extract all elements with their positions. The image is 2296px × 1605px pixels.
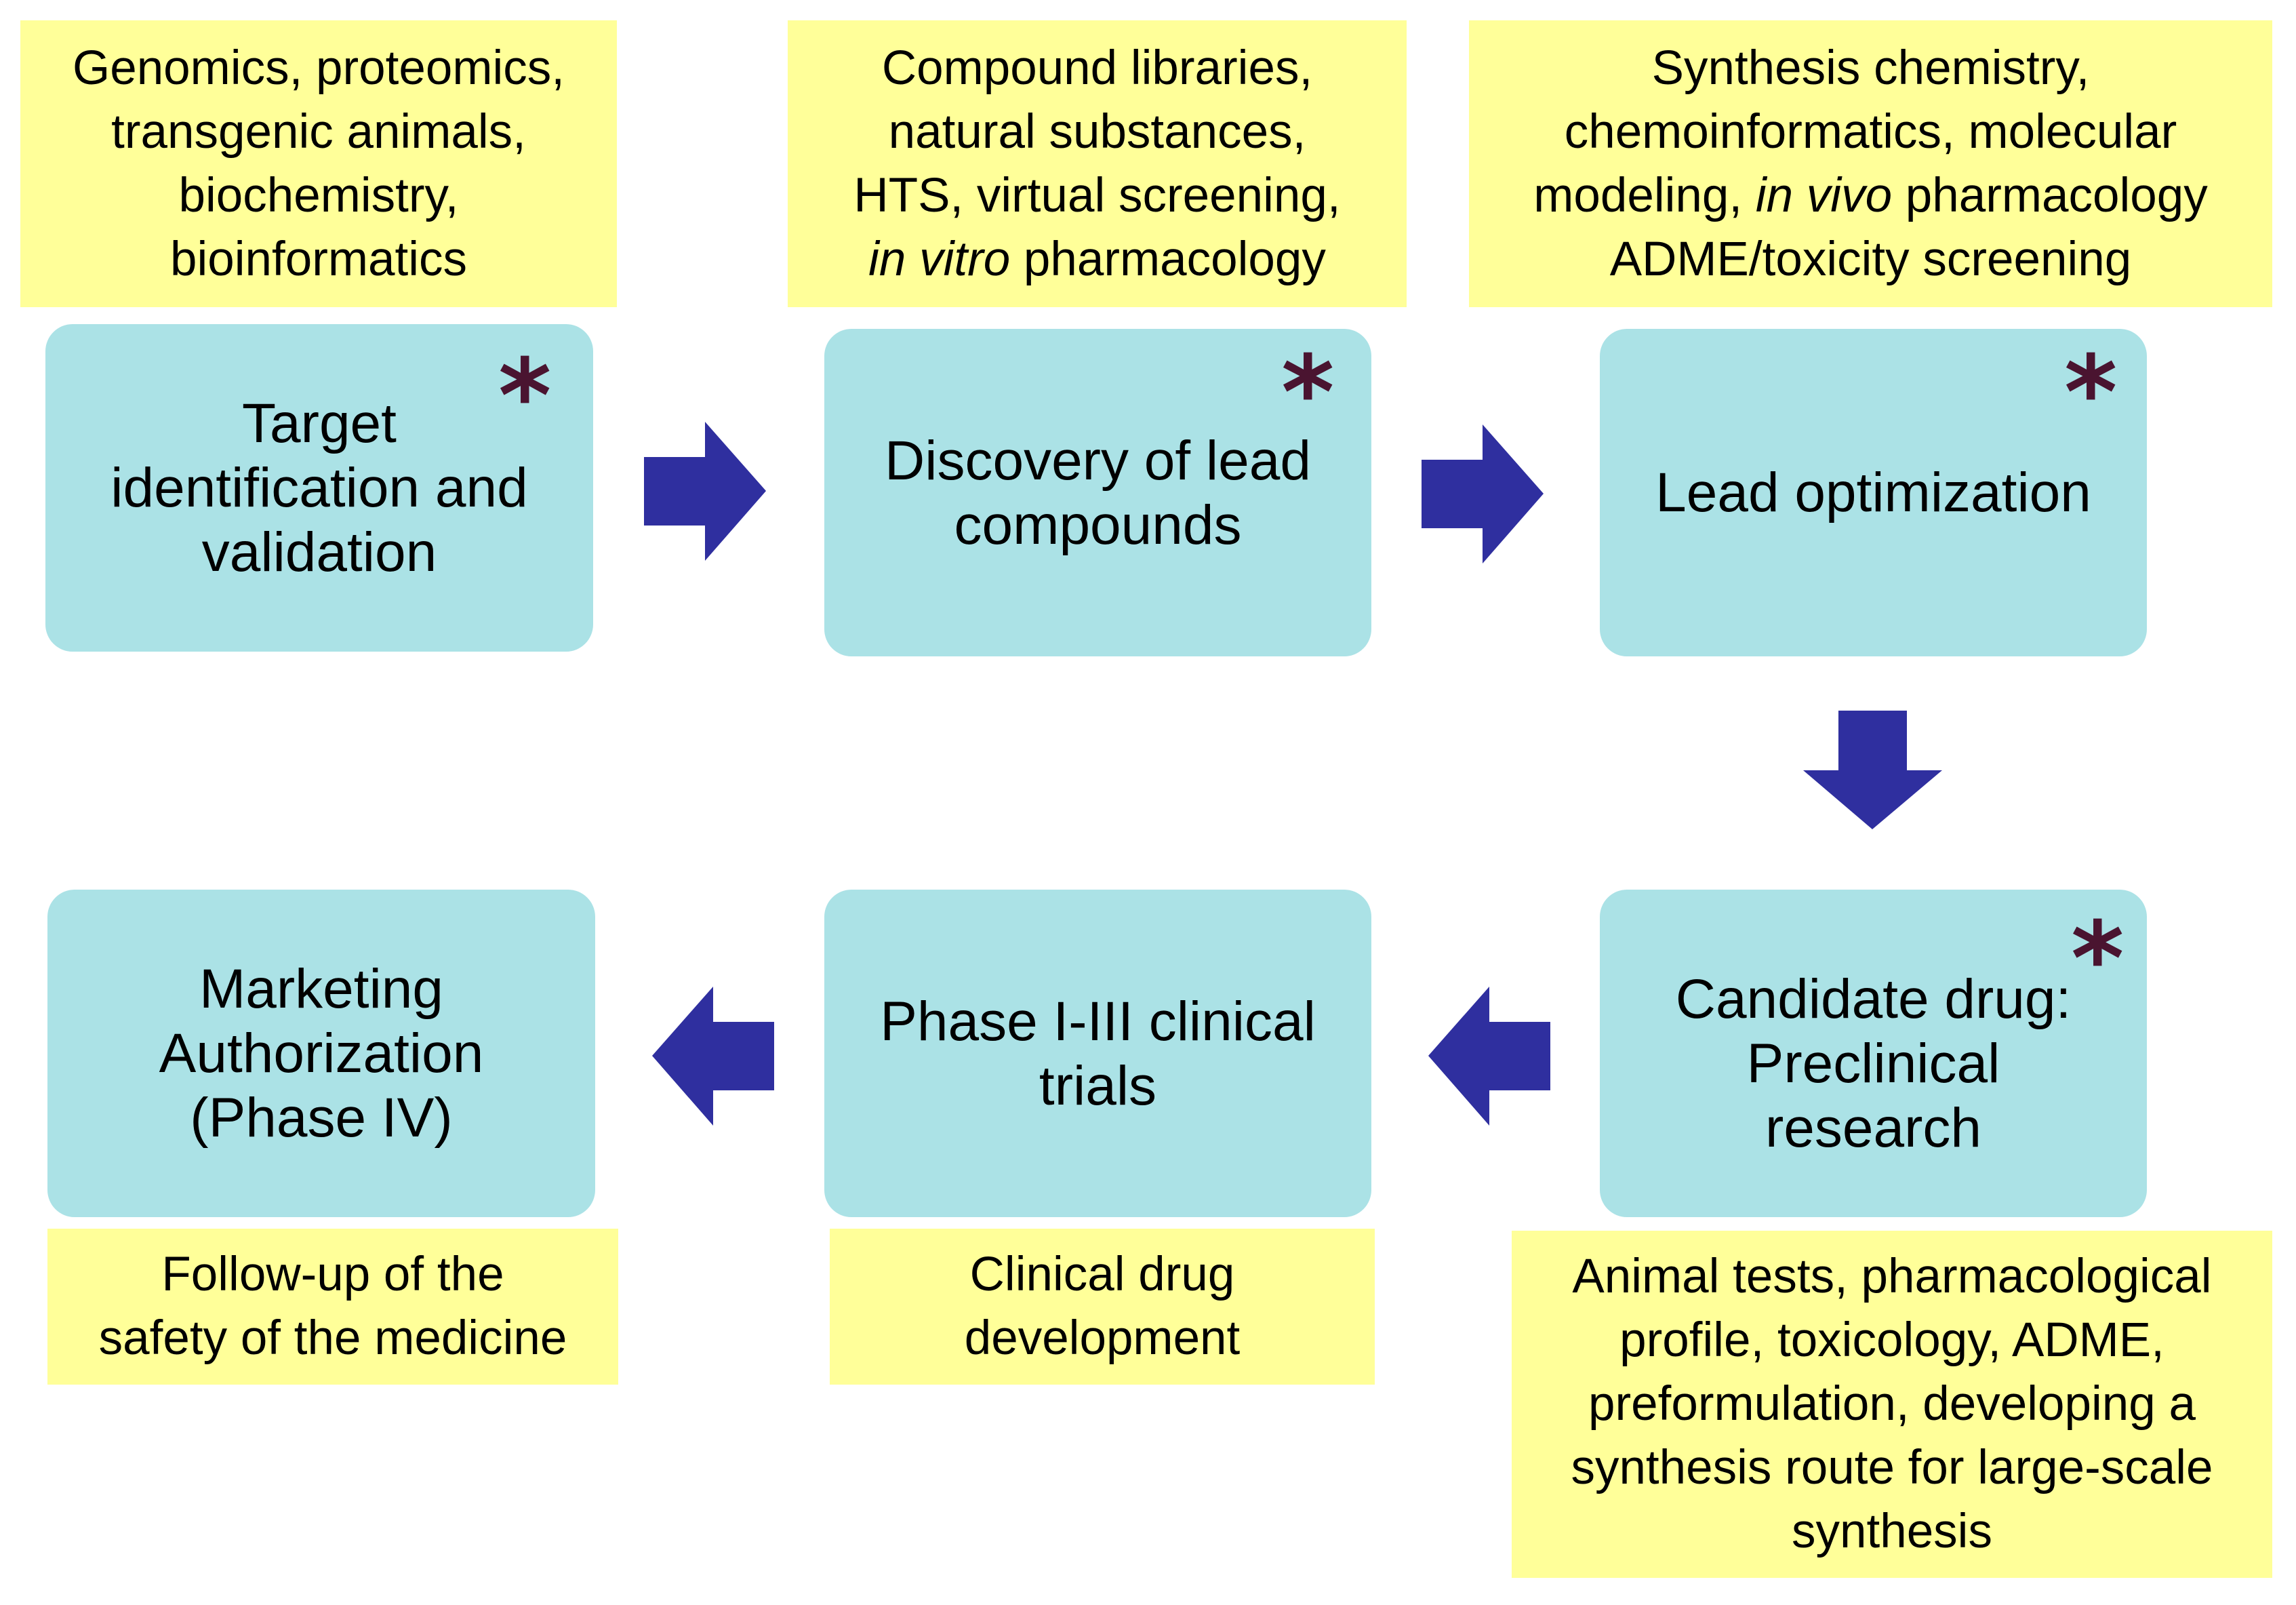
asterisk-marker: * bbox=[498, 338, 552, 456]
stage-label: identification and bbox=[110, 457, 528, 519]
note-optimization-methods: Synthesis chemistry, chemoinformatics, m… bbox=[1469, 20, 2272, 307]
note-line: natural substances, bbox=[888, 104, 1306, 159]
note-marketing-followup: Follow-up of the safety of the medicine bbox=[47, 1229, 618, 1385]
note-preclinical-activities: Animal tests, pharmacological profile, t… bbox=[1512, 1231, 2272, 1578]
note-clinical-development: Clinical drug development bbox=[830, 1229, 1375, 1385]
arrow-right-icon bbox=[644, 422, 766, 561]
note-line: bioinformatics bbox=[170, 232, 467, 286]
note-line: preformulation, developing a bbox=[1588, 1377, 2196, 1431]
italic-text: in vivo bbox=[1755, 168, 1893, 222]
note-line: Animal tests, pharmacological bbox=[1572, 1250, 2212, 1303]
asterisk-marker: * bbox=[2071, 900, 2124, 1018]
note-line: development bbox=[964, 1311, 1241, 1365]
arrow-down-icon bbox=[1803, 711, 1942, 829]
note-line: transgenic animals, bbox=[111, 104, 526, 159]
stage-label: research bbox=[1765, 1097, 1982, 1159]
note-line: Compound libraries, bbox=[881, 41, 1313, 95]
note-text: modeling, bbox=[1533, 168, 1756, 222]
arrow-left-icon bbox=[652, 987, 774, 1126]
stage-label: validation bbox=[201, 521, 437, 583]
stage-label: trials bbox=[1039, 1054, 1157, 1117]
stage-candidate-drug: Candidate drug: Preclinical research bbox=[1600, 890, 2147, 1217]
note-line: safety of the medicine bbox=[98, 1311, 567, 1365]
stage-target-identification: Target identification and validation bbox=[45, 324, 593, 652]
stage-label: Phase I-III clinical bbox=[880, 990, 1316, 1052]
asterisk-marker: * bbox=[2064, 334, 2118, 452]
stage-label: Target bbox=[242, 393, 397, 454]
stage-clinical-trials: Phase I-III clinical trials bbox=[824, 890, 1371, 1217]
stage-label: Lead optimization bbox=[1655, 462, 2091, 523]
stage-marketing-authorization: Marketing Authorization (Phase IV) bbox=[47, 890, 595, 1217]
note-line: HTS, virtual screening, bbox=[853, 168, 1341, 222]
note-discovery-methods: Compound libraries, natural substances, … bbox=[788, 20, 1407, 307]
stage-label: Marketing bbox=[199, 958, 443, 1020]
note-target-methods: Genomics, proteomics, transgenic animals… bbox=[20, 20, 617, 307]
italic-text: in vitro bbox=[868, 232, 1011, 286]
asterisk-marker: * bbox=[1281, 334, 1335, 452]
note-line: Genomics, proteomics, bbox=[72, 41, 565, 95]
note-line: biochemistry, bbox=[178, 168, 459, 222]
note-line: Clinical drug bbox=[969, 1248, 1235, 1301]
note-line: ADME/toxicity screening bbox=[1609, 232, 2132, 286]
note-line: synthesis bbox=[1792, 1505, 1992, 1558]
note-line: profile, toxicology, ADME, bbox=[1619, 1313, 2164, 1367]
arrow-right-icon bbox=[1422, 424, 1544, 563]
stage-lead-optimization: Lead optimization bbox=[1600, 329, 2147, 656]
note-text: pharmacology bbox=[1010, 232, 1326, 286]
arrow-left-icon bbox=[1428, 987, 1550, 1126]
note-line: Synthesis chemistry, bbox=[1651, 41, 2090, 95]
note-line: chemoinformatics, molecular bbox=[1564, 104, 2177, 159]
stage-label: (Phase IV) bbox=[190, 1087, 453, 1149]
stage-label: Authorization bbox=[159, 1023, 484, 1084]
note-line: in vitro pharmacology bbox=[853, 228, 1340, 292]
stage-label: Preclinical bbox=[1746, 1033, 2000, 1094]
stage-label: compounds bbox=[954, 494, 1242, 556]
stage-label: Candidate drug: bbox=[1675, 968, 2072, 1030]
stage-lead-discovery: Discovery of lead compounds bbox=[824, 329, 1371, 656]
note-line: synthesis route for large-scale bbox=[1571, 1441, 2213, 1494]
note-line: modeling, in vivo pharmacology bbox=[1533, 164, 2208, 228]
note-text: pharmacology bbox=[1892, 168, 2208, 222]
stage-label: Discovery of lead bbox=[885, 429, 1311, 492]
note-line: Follow-up of the bbox=[161, 1248, 504, 1301]
